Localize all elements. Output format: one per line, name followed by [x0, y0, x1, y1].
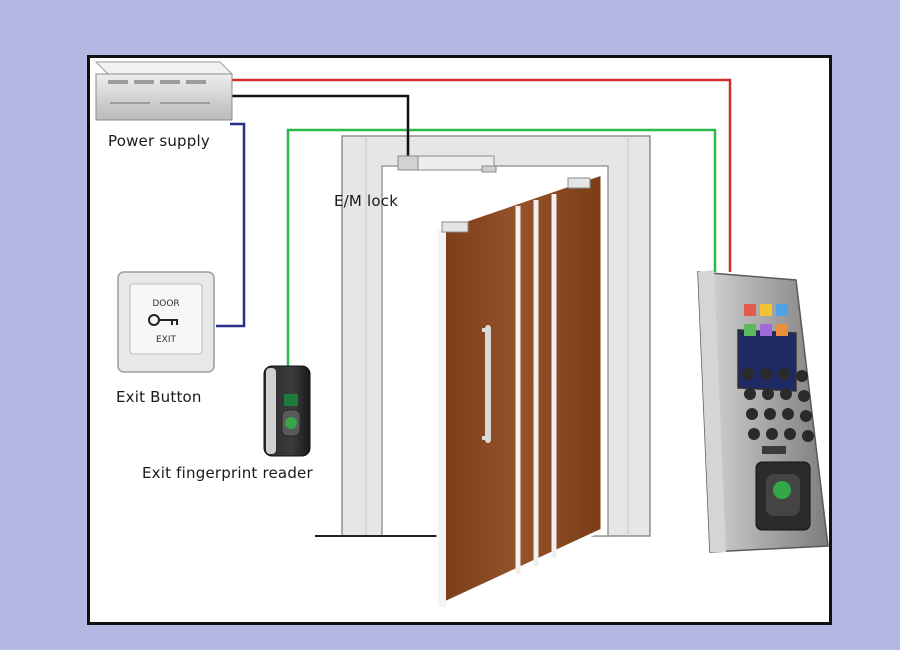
keypad — [742, 368, 814, 442]
door-leaf — [436, 171, 604, 609]
access-terminal — [697, 270, 829, 553]
label-power-supply: Power supply — [108, 132, 210, 150]
exit-fingerprint-reader-device — [263, 365, 311, 457]
black-wire — [230, 94, 410, 160]
label-em-lock: E/M lock — [334, 192, 399, 210]
green-wire — [286, 128, 717, 368]
em-lock — [397, 155, 497, 173]
label-exit-fingerprint-reader: Exit fingerprint reader — [142, 464, 313, 482]
label-exit-button: Exit Button — [116, 388, 202, 406]
fingerprint-icon — [285, 417, 297, 429]
fingerprint-sensor-icon — [773, 481, 791, 499]
wiring — [216, 78, 732, 368]
exit-button-device: DOOR EXIT — [117, 271, 215, 373]
diagram-frame: DOOR EXIT — [87, 55, 832, 625]
red-wire — [230, 78, 732, 272]
access-control-diagram: DOOR EXIT — [94, 61, 829, 609]
exit-button-door-text: DOOR — [152, 299, 179, 309]
exit-button-exit-text: EXIT — [156, 335, 177, 345]
key-icon — [148, 314, 178, 326]
power-supply-box — [94, 61, 234, 121]
blue-wire — [216, 122, 246, 328]
